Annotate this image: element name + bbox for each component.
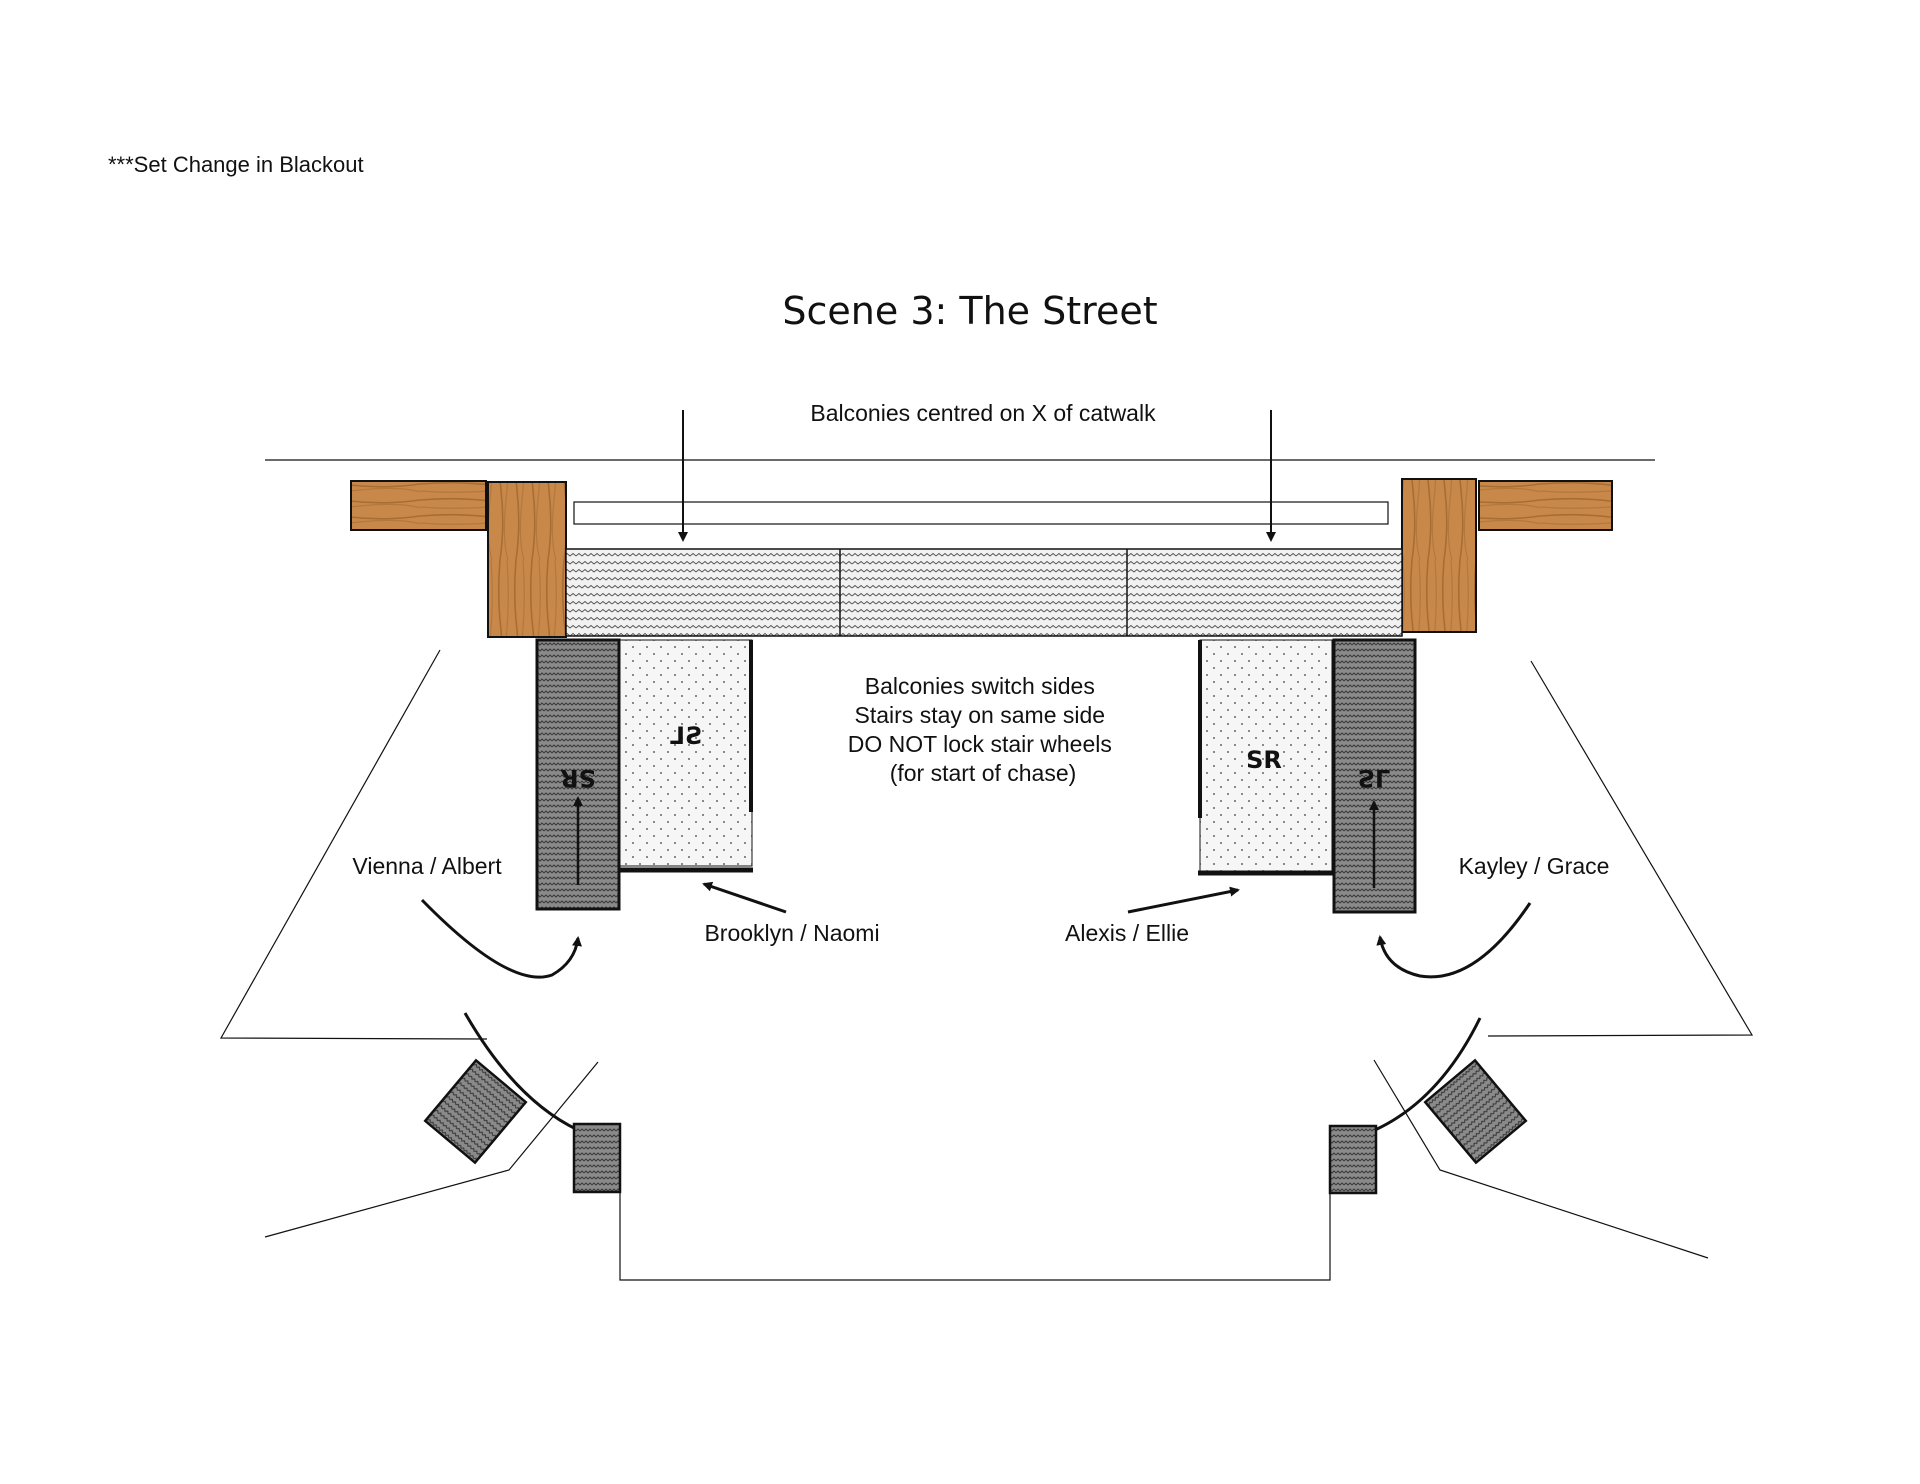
downstage-edge: [619, 1192, 1331, 1281]
crew-label-kayley-grace: Kayley / Grace: [1459, 853, 1610, 879]
right-stair-label: SR: [1246, 746, 1282, 774]
catwalk: [573, 501, 1389, 525]
right-diagonal: [1373, 1059, 1709, 1259]
right-portal-arc: [1374, 1017, 1482, 1132]
crew-move-arrow: [1376, 902, 1532, 979]
scene-title: Scene 3: The Street: [782, 289, 1157, 333]
crew-label-brooklyn-naomi: Brooklyn / Naomi: [704, 920, 879, 946]
right-stair-unit: [1199, 639, 1333, 872]
right-column-flat: [1401, 478, 1477, 633]
crew-label-alexis-ellie: Alexis / Ellie: [1065, 920, 1189, 946]
stage-outline-left: [219, 649, 488, 1040]
switch-note: Balconies switch sides Stairs stay on sa…: [848, 673, 1119, 786]
left-column-flat: [487, 481, 567, 638]
right-balcony-label: SL: [1358, 764, 1391, 792]
crew-label-vienna-albert: Vienna / Albert: [352, 853, 502, 879]
crew-move-arrow: [420, 898, 582, 979]
right-wing-block: [1423, 1058, 1528, 1165]
left-diagonal: [264, 1061, 599, 1238]
right-portal-post: [1328, 1124, 1378, 1195]
switch-note-line: (for start of chase): [890, 760, 1077, 786]
left-balcony-label: SR: [560, 764, 596, 792]
set-change-note: ***Set Change in Blackout: [108, 152, 364, 177]
left-stair-label: SL: [670, 722, 703, 750]
balcony-note: Balconies centred on X of catwalk: [810, 400, 1156, 426]
switch-note-line: DO NOT lock stair wheels: [848, 731, 1112, 757]
upstage-platform: [565, 548, 1403, 637]
left-stair-unit: [619, 639, 753, 867]
crew-move-arrow: [1127, 886, 1240, 914]
switch-note-line: Balconies switch sides: [865, 673, 1095, 699]
left-portal-arc: [463, 1012, 579, 1132]
right-wing-flat: [1478, 480, 1613, 531]
stage-outline-right: [1487, 660, 1754, 1037]
switch-note-line: Stairs stay on same side: [855, 702, 1106, 728]
left-wing-flat: [350, 480, 487, 531]
left-portal-post: [572, 1122, 622, 1194]
left-wing-block: [423, 1058, 528, 1165]
crew-move-arrow: [702, 881, 787, 914]
